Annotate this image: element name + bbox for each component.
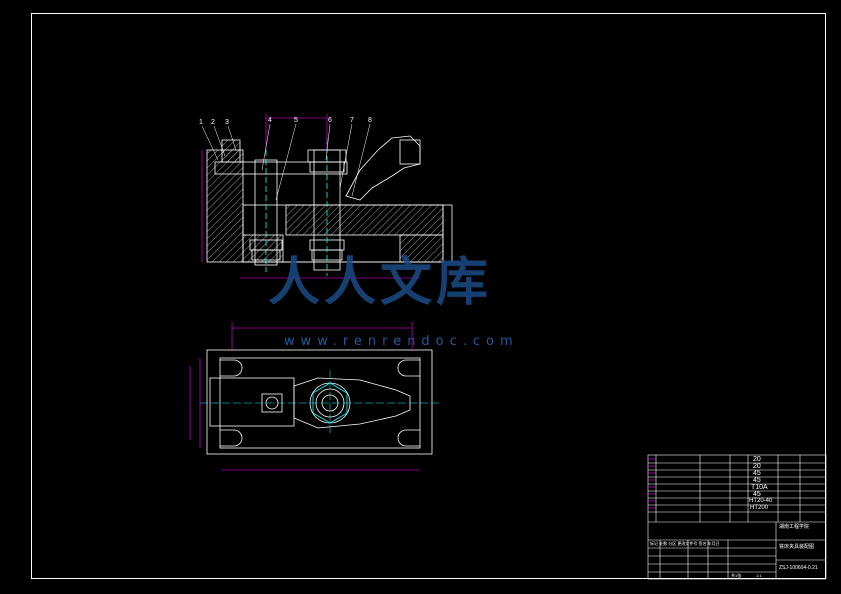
material-1: 20 (753, 456, 761, 463)
top-view (189, 322, 440, 471)
base-hatched-right (399, 234, 444, 263)
drawing-number: ZSJ-100604-0.21 (779, 565, 818, 571)
front-view (201, 114, 453, 279)
revision-row: 标记 处数 分区 更改文件号 签名 年月日 (650, 541, 720, 546)
part-no-1: 1 (199, 119, 203, 126)
material-5: T10A (751, 484, 768, 491)
drawing-frame (31, 13, 826, 579)
slot-top-right (397, 359, 420, 377)
title-block-grid (647, 454, 827, 580)
slot-top-left (220, 359, 243, 377)
lever-arm (293, 377, 411, 429)
watermark-logo-text: 人人文库 (268, 253, 493, 313)
material-8: HT200 (750, 505, 769, 511)
part-no-5: 5 (294, 117, 298, 124)
material-7: HT20-40 (749, 498, 773, 504)
base-hatched-top (285, 204, 444, 236)
hook-clamp-head (399, 139, 421, 165)
base-outline (206, 349, 433, 455)
slot-bottom-left (220, 429, 243, 447)
drawing-title: 铣床夹具装配图 (779, 544, 815, 550)
slot-bottom-right (397, 429, 420, 447)
part-no-3: 3 (225, 119, 229, 126)
material-4: 45 (753, 477, 761, 484)
part-no-7: 7 (350, 117, 354, 124)
hook-clamp (345, 135, 421, 201)
sheet-count: 共1张 (731, 573, 742, 578)
material-6: 45 (753, 491, 761, 498)
clamp-plate-top (209, 377, 295, 427)
material-3: 45 (753, 470, 761, 477)
support-pin (221, 139, 241, 163)
school-name: 湖南工程学院 (779, 524, 810, 530)
part-no-8: 8 (368, 117, 372, 124)
part-no-4: 4 (268, 117, 272, 124)
material-2: 20 (753, 463, 761, 470)
part-no-2: 2 (211, 119, 215, 126)
part-no-6: 6 (328, 117, 332, 124)
left-support-block (206, 149, 244, 263)
watermark-url: www.renrendoc.com (284, 334, 519, 349)
scale: 1:1 (756, 573, 762, 578)
clamp-plate (214, 161, 348, 175)
